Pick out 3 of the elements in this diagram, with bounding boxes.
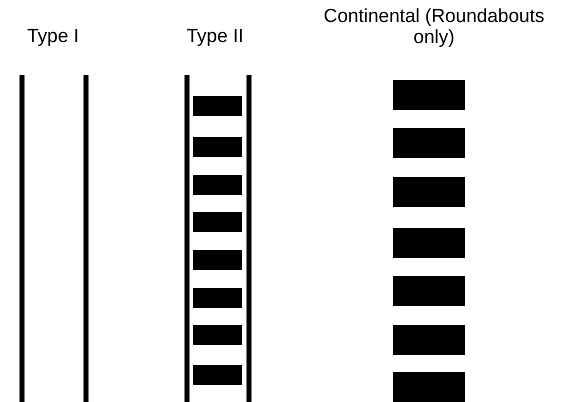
- type-label: Continental (Roundabouts only): [322, 6, 546, 48]
- type-label: Type II: [185, 26, 245, 47]
- type-label: Type I: [26, 26, 80, 47]
